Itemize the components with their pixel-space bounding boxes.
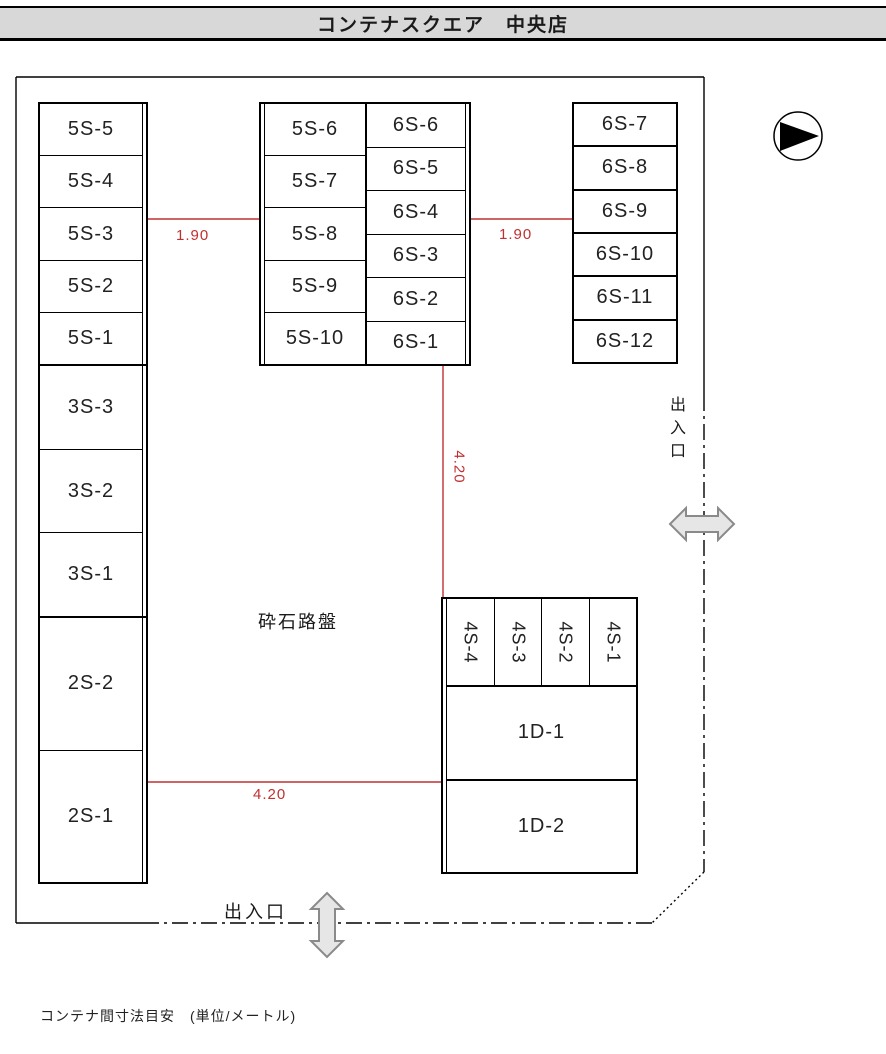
unit-6s-10: 6S-10: [574, 234, 676, 278]
unit-3s-1: 3S-1: [67, 563, 115, 586]
site-boundary: [15, 76, 705, 924]
unit-5s-7: 5S-7: [265, 156, 365, 209]
left-block-3s: 3S-3 3S-2 3S-1: [38, 364, 148, 618]
direction-icon: [773, 111, 823, 161]
dimension-lines: [147, 218, 572, 783]
unit-6s-3: 6S-3: [367, 235, 465, 278]
dimension-label-right-gap: 1.90: [499, 226, 533, 243]
dimension-label-vertical-gap: 4.20: [450, 450, 468, 484]
footer-caption: コンテナ間寸法目安 (単位/メートル): [40, 1008, 297, 1024]
unit-1d-1: 1D-1: [447, 687, 636, 781]
boundary-corner-diagonal: [651, 871, 705, 924]
unit-6s-4: 6S-4: [367, 191, 465, 235]
entrance-bottom-label: 出入口: [224, 902, 287, 922]
unit-6s-6: 6S-6: [367, 104, 465, 148]
unit-4s-2: 4S-2: [542, 599, 590, 685]
unit-5s-1: 5S-1: [67, 326, 115, 349]
unit-5s-8: 5S-8: [265, 208, 365, 261]
bottom-block-inner: 4S-4 4S-3 4S-2 4S-1 1D-1 1D-2: [446, 599, 636, 872]
dimension-label-bottom-gap: 4.20: [253, 786, 287, 803]
unit-6s-11: 6S-11: [574, 277, 676, 321]
left-block-2s: 2S-2 2S-1: [38, 616, 148, 884]
entrance-bottom-arrow-icon: [308, 891, 346, 959]
unit-5s-9: 5S-9: [265, 261, 365, 313]
left-block-3s-inner: 3S-3 3S-2 3S-1: [40, 366, 143, 616]
middle-block-right-column: 6S-6 6S-5 6S-4 6S-3 6S-2 6S-1: [367, 104, 465, 364]
entrance-right-arrow-icon: [668, 505, 736, 543]
unit-3s-3: 3S-3: [40, 366, 142, 450]
unit-2s-2: 2S-2: [40, 618, 142, 751]
right-block: 6S-7 6S-8 6S-9 6S-10 6S-11 6S-12: [572, 102, 678, 364]
unit-1d-2: 1D-2: [517, 814, 566, 837]
entrance-right-label: 出入口: [667, 396, 684, 465]
unit-5s-6: 5S-6: [265, 104, 365, 157]
unit-6s-8: 6S-8: [574, 147, 676, 191]
left-block-5s-inner: 5S-5 5S-4 5S-3 5S-2 5S-1: [40, 104, 143, 364]
unit-5s-5: 5S-5: [40, 104, 142, 157]
unit-3s-2: 3S-2: [40, 450, 142, 534]
left-block-2s-inner: 2S-2 2S-1: [40, 618, 143, 882]
unit-6s-2: 6S-2: [367, 278, 465, 322]
ground-surface-label: 砕石路盤: [258, 612, 338, 632]
left-block-5s: 5S-5 5S-4 5S-3 5S-2 5S-1: [38, 102, 148, 366]
middle-block-inner: 5S-6 5S-7 5S-8 5S-9 5S-10 6S-6 6S-5 6S-4…: [264, 104, 466, 364]
dimension-label-left-gap: 1.90: [176, 227, 210, 244]
unit-4s-4: 4S-4: [447, 599, 495, 685]
unit-4s-1-label: 4S-1: [603, 620, 624, 664]
unit-4s-4-label: 4S-4: [460, 620, 481, 664]
unit-6s-7: 6S-7: [574, 104, 676, 148]
unit-6s-5: 6S-5: [367, 148, 465, 191]
unit-4s-2-label: 4S-2: [555, 620, 576, 664]
middle-block-left-column: 5S-6 5S-7 5S-8 5S-9 5S-10: [265, 104, 367, 364]
unit-4s-3-label: 4S-3: [508, 620, 529, 664]
page-title: コンテナスクエア 中央店: [0, 6, 886, 41]
unit-5s-3: 5S-3: [40, 208, 142, 261]
unit-6s-9: 6S-9: [574, 191, 676, 234]
unit-4s-3: 4S-3: [495, 599, 542, 685]
unit-6s-1: 6S-1: [392, 331, 440, 354]
middle-block: 5S-6 5S-7 5S-8 5S-9 5S-10 6S-6 6S-5 6S-4…: [259, 102, 471, 366]
unit-5s-10: 5S-10: [285, 326, 345, 349]
unit-6s-12: 6S-12: [595, 329, 655, 352]
bottom-block-4s-row: 4S-4 4S-3 4S-2 4S-1: [447, 599, 636, 687]
unit-2s-1: 2S-1: [67, 804, 115, 827]
unit-5s-4: 5S-4: [40, 156, 142, 209]
unit-4s-1: 4S-1: [590, 599, 637, 685]
unit-5s-2: 5S-2: [40, 261, 142, 313]
bottom-block: 4S-4 4S-3 4S-2 4S-1 1D-1 1D-2: [441, 597, 638, 874]
